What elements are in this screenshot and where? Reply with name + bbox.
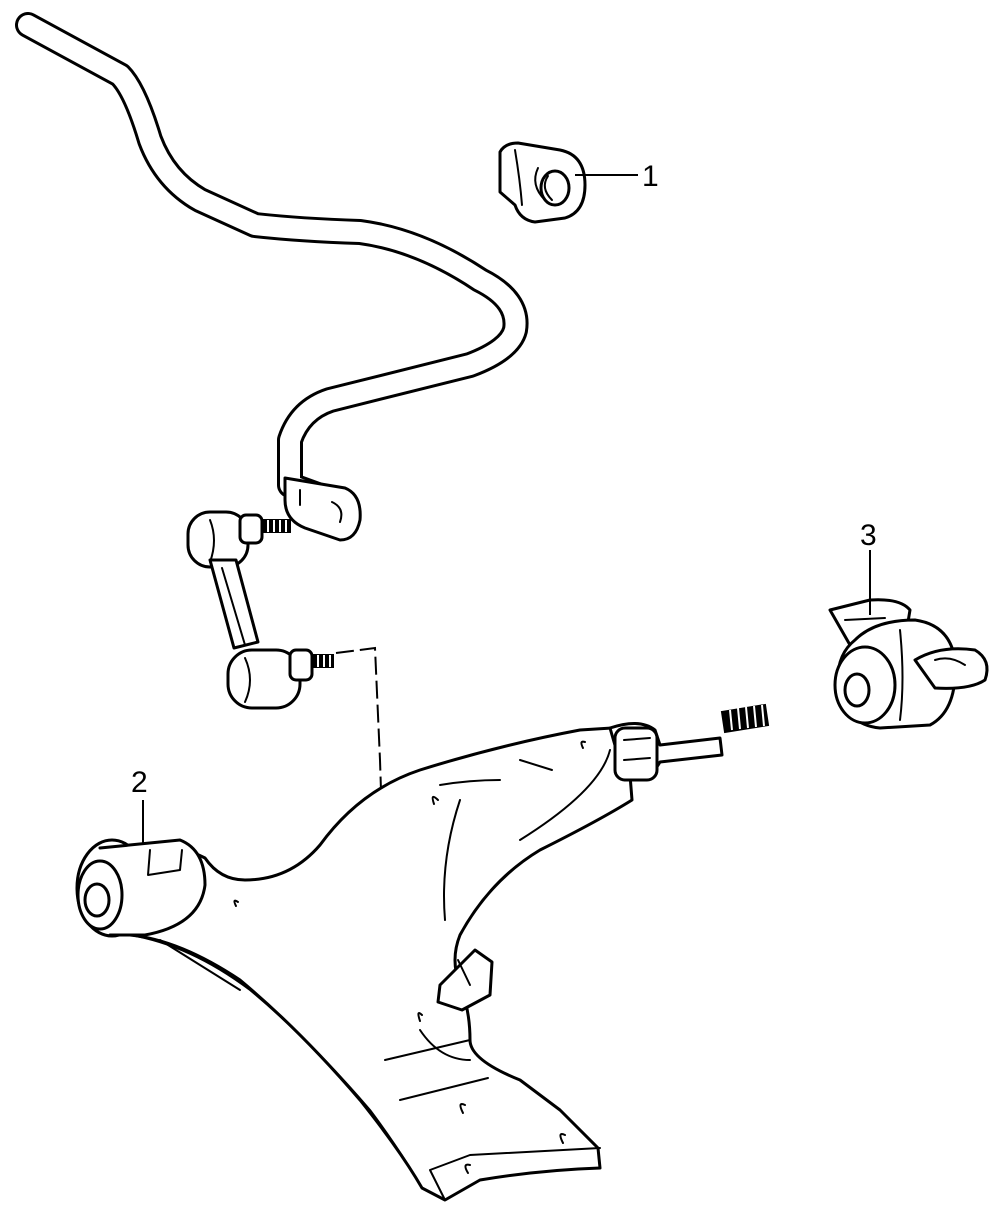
link-bracket	[436, 948, 494, 1012]
assembly-line	[335, 646, 421, 1007]
callout-3-label: 3	[860, 519, 877, 552]
stabilizer-bar	[15, 12, 529, 542]
mount-hole	[431, 795, 439, 805]
callout-2: 2	[131, 766, 148, 845]
callout-1-label: 1	[642, 160, 659, 193]
callout-2-label: 2	[131, 766, 148, 799]
stabilizer-bar-end-eye	[283, 476, 362, 542]
rear-bushing	[828, 598, 989, 730]
lower-control-arm	[75, 703, 770, 1202]
stabilizer-bushing	[498, 141, 587, 224]
stabilizer-link	[186, 510, 334, 710]
callout-1: 1	[575, 160, 659, 193]
callout-3: 3	[860, 519, 877, 615]
